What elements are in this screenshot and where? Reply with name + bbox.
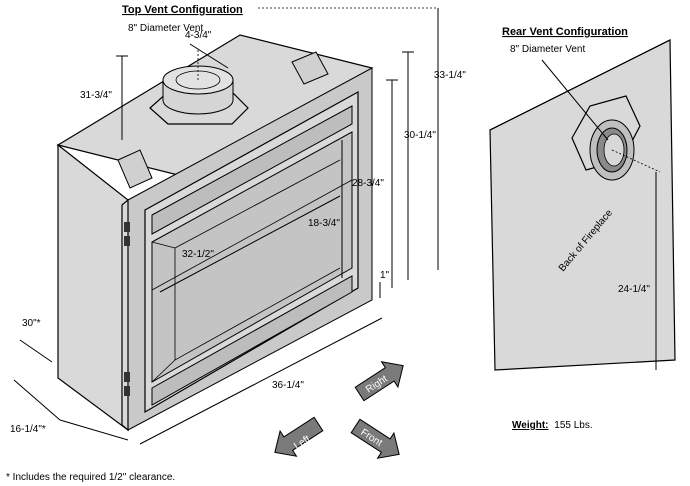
dim-vent-offset: 4-3/4"	[185, 30, 212, 41]
top-vent-collar	[149, 65, 249, 125]
dim-overall-height: 33-1/4"	[434, 70, 466, 81]
dim-width: 36-1/4"	[272, 380, 304, 391]
dim-opening-height: 18-3/4"	[308, 218, 340, 229]
top-standoff-bracket	[291, 51, 329, 85]
fireplace-back-wall	[489, 39, 676, 371]
weight-value: 155 Lbs.	[554, 420, 592, 431]
front-arrow: Front	[350, 418, 400, 459]
dim-height-28: 28-3/4"	[352, 178, 384, 189]
dim-depth-30: 30"*	[22, 318, 41, 329]
weight-label: Weight:	[512, 420, 548, 431]
dim-height-30: 30-1/4"	[404, 130, 436, 141]
firebox-glass	[151, 131, 353, 383]
side-control-icon-2	[124, 236, 130, 246]
dim-base-gap: 1"	[380, 270, 390, 281]
right-arrow: Right	[354, 361, 404, 402]
direction-arrows: Right Left Front	[274, 361, 404, 459]
rear-vent-title: Rear Vent Configuration	[502, 26, 628, 38]
rear-vent-subtitle: 8" Diameter Vent	[510, 44, 585, 55]
side-control-icon-4	[124, 386, 130, 396]
side-control-icon	[124, 222, 130, 232]
dim-rear-vent-height: 24-1/4"	[618, 284, 650, 295]
firebox-corner-line-2	[151, 359, 176, 383]
fireplace-unit	[56, 34, 374, 432]
rear-vent-view	[489, 39, 676, 371]
dimension-lines	[13, 7, 439, 445]
rear-vent-opening	[603, 133, 625, 167]
top-vent-subtitle: 8" Diameter Vent	[128, 23, 203, 34]
fireplace-side-face	[57, 143, 129, 432]
fireplace-back-top	[489, 39, 671, 131]
weight-info: Weight: 155 Lbs.	[512, 420, 593, 431]
dim-depth-16: 16-1/4"*	[10, 424, 46, 435]
side-control-icon-3	[124, 372, 130, 382]
firebox-top-edge	[174, 159, 341, 249]
side-standoff-bracket	[117, 149, 153, 189]
firebox-mid-edge	[151, 179, 353, 291]
bottom-louver-grill	[151, 275, 353, 406]
top-louver-grill	[151, 105, 353, 235]
top-vent-title: Top Vent Configuration	[122, 4, 243, 16]
dim-opening-width: 32-1/2"	[182, 249, 214, 260]
dim-vent-height: 31-3/4"	[80, 90, 112, 101]
firebox-corner-line	[151, 241, 176, 249]
left-arrow	[274, 416, 324, 457]
footnote: * Includes the required 1/2" clearance.	[6, 472, 175, 483]
